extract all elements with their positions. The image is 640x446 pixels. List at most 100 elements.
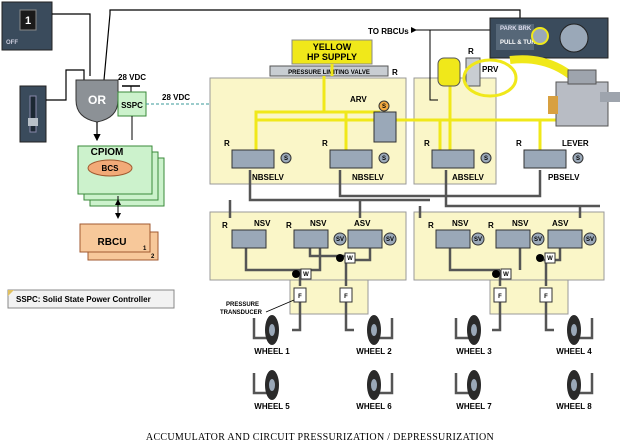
prv-label: PRV <box>482 65 499 74</box>
to-rbcus-label: TO RBCUs <box>368 27 409 36</box>
svg-text:R: R <box>286 221 292 230</box>
svg-text:SV: SV <box>534 237 542 243</box>
line-park-brake-to-or <box>109 9 521 40</box>
svg-text:R: R <box>224 139 230 148</box>
wheel-4: WHEEL 4 <box>556 315 594 356</box>
wheel-6: WHEEL 6 <box>356 370 394 411</box>
svg-text:R: R <box>428 221 434 230</box>
asv-left-label: ASV <box>354 219 371 228</box>
svg-text:SV: SV <box>336 237 344 243</box>
wheel-2: WHEEL 2 <box>356 315 394 356</box>
wheel-label: WHEEL 5 <box>254 402 290 411</box>
wheel-label: WHEEL 3 <box>456 347 492 356</box>
arv-label: ARV <box>350 95 367 104</box>
vdc-top-label: 28 VDC <box>118 73 146 82</box>
wheel-7: WHEEL 7 <box>454 370 492 411</box>
cockpit-lever-panel <box>19 85 47 143</box>
svg-text:R: R <box>222 221 228 230</box>
servo-nsv-right-2: R NSV SV <box>488 219 545 249</box>
svg-text:W: W <box>503 272 509 278</box>
grey-pipes <box>228 170 600 332</box>
wheel-label: WHEEL 7 <box>456 402 492 411</box>
svg-text:NSV: NSV <box>310 219 327 228</box>
rbcu-num2: 2 <box>151 254 155 260</box>
sspc-note-text: SSPC: Solid State Power Controller <box>16 295 151 304</box>
cockpit-switch-panel: 1 OFF <box>1 1 53 51</box>
wheel-label: WHEEL 2 <box>356 347 392 356</box>
nsv-right-label: NSV <box>452 219 469 228</box>
svg-text:R: R <box>516 139 522 148</box>
pressure-limiting-valve: PRESSURE LIMITING VALVE R <box>269 65 398 77</box>
vdc-side-label: 28 VDC <box>162 93 190 102</box>
wheel-label: WHEEL 8 <box>556 402 592 411</box>
asv-right-label: ASV <box>552 219 569 228</box>
svg-text:W: W <box>547 256 553 262</box>
valve-nbselv-1: R S NBSELV <box>224 139 292 182</box>
yellow-supply-label: YELLOW <box>313 42 352 52</box>
or-gate: OR <box>75 79 119 123</box>
svg-text:NSV: NSV <box>512 219 529 228</box>
cpiom-label: CPIOM <box>91 147 124 158</box>
sspc-block: 28 VDC SSPC <box>117 73 147 117</box>
sspc-label: SSPC <box>121 101 143 110</box>
wheels-group: WHEEL 1 WHEEL 2 WHEEL 3 WHEEL 4 WHEEL 5 WHEEL… <box>252 315 594 411</box>
yellow-hp-supply: YELLOW HP SUPPLY <box>291 39 373 65</box>
yellow-pipes <box>254 64 560 150</box>
prv-valve: PRV <box>462 58 518 98</box>
line-lever-to-or <box>46 69 85 101</box>
hp-supply-label: HP SUPPLY <box>307 52 357 62</box>
valve-abselv: R S ABSELV <box>424 139 492 182</box>
svg-text:W: W <box>303 272 309 278</box>
svg-text:R: R <box>468 47 474 56</box>
rbcu-label: RBCU <box>98 237 127 248</box>
valve-nbselv-1-label: NBSELV <box>252 173 285 182</box>
sspc-note: SSPC: Solid State Power Controller <box>7 289 175 309</box>
valve-pbselv-label: PBSELV <box>548 173 580 182</box>
switch-number: 1 <box>25 15 31 27</box>
svg-text:SV: SV <box>586 237 594 243</box>
wheel-label: WHEEL 4 <box>556 347 592 356</box>
diagram-caption: ACCUMULATOR AND CIRCUIT PRESSURIZATION /… <box>146 432 494 443</box>
svg-text:S: S <box>284 156 288 162</box>
line-switch-to-or <box>52 13 91 76</box>
switch-off-label: OFF <box>6 40 18 46</box>
or-label: OR <box>88 93 106 107</box>
plv-r-label: R <box>392 68 398 77</box>
transducer-label: TRANSDUCER <box>220 310 263 316</box>
wheel-label: WHEEL 1 <box>254 347 290 356</box>
wheel-5: WHEEL 5 <box>252 370 290 411</box>
rbcu-num1: 1 <box>143 246 147 252</box>
servo-nsv-left-1: R NSV <box>222 219 271 249</box>
shuttle-valves: W W W W <box>292 252 556 280</box>
svg-text:S: S <box>576 156 580 162</box>
lever-label: LEVER <box>562 139 589 148</box>
plv-label: PRESSURE LIMITING VALVE <box>288 70 370 76</box>
arv-valve: ARV S <box>350 95 397 143</box>
svg-text:R: R <box>322 139 328 148</box>
servo-nsv-left-2: R NSV SV <box>286 219 347 249</box>
pressure-label: PRESSURE <box>226 302 259 308</box>
svg-text:F: F <box>298 294 302 300</box>
cpiom-stack: CPIOM BCS <box>77 145 165 207</box>
servo-asv-left: ASV SV <box>347 219 397 249</box>
valve-pbselv: R S PBSELV <box>516 139 584 182</box>
svg-text:S: S <box>382 156 386 162</box>
svg-text:F: F <box>544 294 548 300</box>
bcs-label: BCS <box>102 164 120 173</box>
wheel-8: WHEEL 8 <box>556 370 594 411</box>
wheel-label: WHEEL 6 <box>356 402 392 411</box>
pull-turn-label: PULL & TURN <box>500 40 540 46</box>
valve-nbselv-2-label: NBSELV <box>352 173 385 182</box>
park-brake-label: PARK BRK <box>500 26 532 32</box>
svg-text:S: S <box>382 104 386 110</box>
svg-text:F: F <box>344 294 348 300</box>
svg-text:R: R <box>488 221 494 230</box>
wheel-1: WHEEL 1 <box>252 315 290 356</box>
wheel-3: WHEEL 3 <box>454 315 492 356</box>
svg-text:S: S <box>484 156 488 162</box>
rbcu-stack: RBCU 1 2 <box>79 223 159 261</box>
accumulator: R <box>437 47 481 87</box>
valve-abselv-label: ABSELV <box>452 173 485 182</box>
servo-nsv-right-1: R NSV SV <box>428 219 485 249</box>
